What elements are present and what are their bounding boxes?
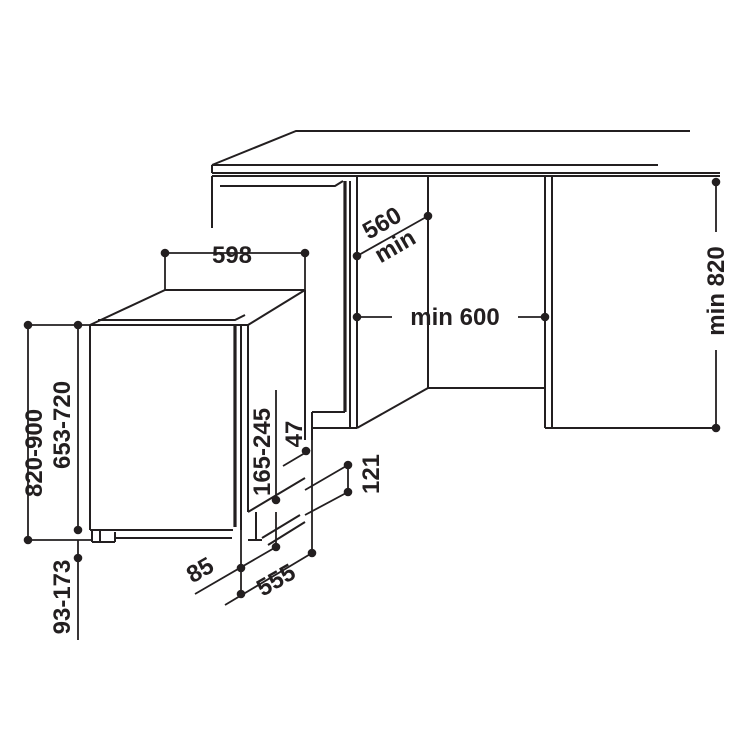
dim-dot (236, 589, 246, 599)
dim-dot (73, 320, 83, 330)
dim-total-height (23, 320, 92, 545)
dim-dot (73, 525, 83, 535)
dim-foot-height (73, 540, 83, 640)
countertop (211, 130, 720, 177)
dishwasher (89, 289, 306, 531)
label-adjust-range: 165-245 (249, 408, 276, 496)
dim-dot (352, 251, 362, 261)
dim-door-gap (282, 446, 311, 467)
dim-dot (343, 487, 353, 497)
dim-dot (343, 460, 353, 470)
dim-niche-height (711, 177, 721, 433)
label-width: 598 (212, 242, 252, 269)
dim-dot (271, 495, 281, 505)
label-niche-width: min 600 (410, 304, 499, 331)
dim-dot (540, 312, 550, 322)
dim-dot (23, 535, 33, 545)
label-body-height: 653-720 (49, 381, 76, 469)
dim-feet-setback (194, 512, 281, 595)
dim-dot (73, 553, 83, 563)
dim-niche-width (352, 312, 550, 322)
dim-dot (300, 248, 310, 258)
label-door-gap: 47 (281, 421, 308, 448)
dim-dot (352, 312, 362, 322)
dim-width-598 (160, 248, 310, 290)
niche-opening (211, 176, 545, 440)
dim-niche-depth (352, 211, 433, 261)
dim-dot (236, 563, 246, 573)
dim-dot (271, 542, 281, 552)
dim-dot (711, 423, 721, 433)
dim-dot (301, 446, 311, 456)
dim-depth (224, 440, 317, 606)
dim-body-height (73, 320, 83, 535)
label-niche-height: min 820 (703, 246, 730, 335)
dim-adjust-range (271, 390, 281, 505)
label-total-height: 820-900 (21, 409, 48, 497)
dishwasher-feet (91, 512, 306, 546)
label-toe-kick: 121 (358, 454, 385, 494)
label-foot-height: 93-173 (49, 560, 76, 635)
dim-dot (307, 548, 317, 558)
dim-dot (711, 177, 721, 187)
adjacent-cabinet (544, 176, 720, 429)
dim-dot (23, 320, 33, 330)
dim-dot (423, 211, 433, 221)
dim-dot (160, 248, 170, 258)
